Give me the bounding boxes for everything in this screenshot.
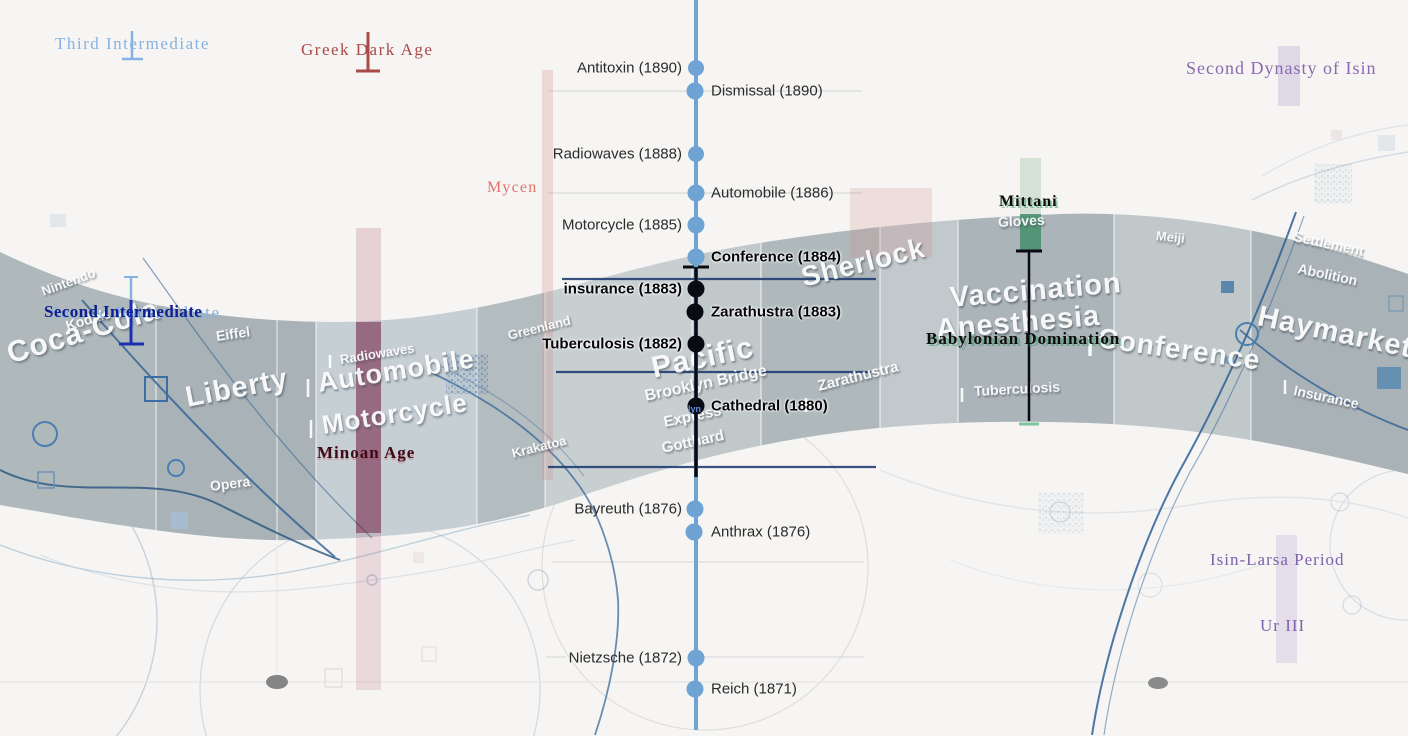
isin-larsa-stripe xyxy=(1276,535,1297,663)
band-word: Eiffel xyxy=(214,323,252,344)
period-label-second-intermediate-under: Second Intermediate xyxy=(50,303,221,322)
red-patch xyxy=(850,188,932,258)
band-word: Radiowaves xyxy=(338,340,416,367)
event-label: Automobile (1886) xyxy=(711,184,834,202)
mycenaean-stripe xyxy=(542,70,553,480)
track-dot-right xyxy=(1148,677,1168,689)
period-label-greek-dark-age: Greek Dark Age xyxy=(301,40,434,59)
band-word: Coca-Cola xyxy=(3,292,164,371)
minoan-stripe xyxy=(356,228,381,690)
event-dot-dark xyxy=(687,397,705,415)
band-word: Krakatoa xyxy=(510,432,568,461)
event-label: Antitoxin (1890) xyxy=(576,59,682,77)
event-label: Nietzsche (1872) xyxy=(568,649,682,667)
event-dot xyxy=(688,146,704,162)
event-dot xyxy=(686,82,704,100)
band-word: Meiji xyxy=(1155,228,1186,246)
period-label-ur-iii: Ur III xyxy=(1260,616,1306,635)
event-dot xyxy=(687,216,705,234)
band-word: Gotthard xyxy=(660,427,726,457)
event-label: Zarathustra (1883) xyxy=(711,303,842,321)
event-label: Cathedral (1880) xyxy=(711,397,828,415)
band-word: Nintendo xyxy=(39,265,98,299)
band-word: Kodak xyxy=(63,305,110,334)
event-label: Conference (1884) xyxy=(711,248,842,266)
event-dot-dark xyxy=(687,280,705,298)
event-label: Dismissal (1890) xyxy=(711,82,823,100)
band-word: Brooklyn Bridge xyxy=(643,362,769,405)
event-label: Radiowaves (1888) xyxy=(552,145,682,163)
band-word: Sherlock xyxy=(798,231,929,293)
third-intermediate-marker xyxy=(122,31,143,61)
band-word: Insurance xyxy=(1292,382,1361,412)
cathedral-dot-overlap-text: lyn xyxy=(688,404,701,414)
band-word: Conference xyxy=(1095,322,1263,376)
band-word: Motorcycle xyxy=(319,387,470,440)
event-dot xyxy=(686,500,704,518)
navy-lines xyxy=(548,277,876,469)
mittani-bar xyxy=(1020,158,1041,252)
band-word: Pacific xyxy=(648,330,757,385)
event-label: insurance (1883) xyxy=(563,280,682,298)
event-label: Bayreuth (1876) xyxy=(574,500,682,518)
period-label-isin-larsa: Isin-Larsa Period xyxy=(1210,550,1345,569)
band-word: Opera xyxy=(209,473,252,494)
event-dot xyxy=(685,523,703,541)
greek-dark-age-marker xyxy=(356,32,380,73)
period-markers xyxy=(119,31,1042,426)
track-dot-left xyxy=(266,675,288,689)
period-label-minoan-age: Minoan Age xyxy=(317,443,416,462)
event-label: Anthrax (1876) xyxy=(711,523,811,541)
event-dots: lyn xyxy=(685,60,705,698)
event-dot xyxy=(688,60,704,76)
event-dot xyxy=(687,649,705,667)
period-label-third-intermediate: Third Intermediate xyxy=(55,34,210,53)
event-label: Motorcycle (1885) xyxy=(561,216,682,234)
band-word: Vaccination xyxy=(948,267,1123,314)
period-label-mittani: Mittani xyxy=(999,193,1058,210)
babylonian-domination-marker xyxy=(1016,249,1042,426)
band-word: Zarathustra xyxy=(815,358,901,395)
background-decor xyxy=(0,90,1408,736)
period-label-second-dynasty-of-isin: Second Dynasty of Isin xyxy=(1186,58,1377,78)
band-word: Settlement xyxy=(1292,228,1366,259)
band-dividers xyxy=(155,213,1252,541)
event-dot xyxy=(686,680,704,698)
wave-band xyxy=(0,213,1408,541)
event-label: Tuberculosis (1882) xyxy=(542,335,682,353)
band-word: Tuberculosis xyxy=(973,378,1061,399)
band-word: Anesthesia xyxy=(934,299,1102,346)
isin-dynasty-stripe xyxy=(1278,46,1300,106)
event-dot xyxy=(687,184,705,202)
band-word: Abolition xyxy=(1296,260,1359,289)
band-word: Automobile xyxy=(315,343,477,398)
band-word: Gloves xyxy=(997,211,1046,230)
story-curves xyxy=(0,211,1408,736)
event-dot-dark xyxy=(687,335,705,353)
band-word: Liberty xyxy=(182,362,291,414)
band-word: Greenland xyxy=(506,312,573,343)
band-panels xyxy=(0,213,1408,541)
second-intermediate-marker xyxy=(119,276,144,346)
period-stripes xyxy=(356,46,1300,690)
event-label: Reich (1871) xyxy=(711,680,797,698)
event-dot xyxy=(687,248,705,266)
band-word: Express xyxy=(662,402,723,431)
period-label-second-intermediate: Second Intermediate xyxy=(44,302,203,321)
band-word: Haymarket xyxy=(1254,300,1408,365)
band-ticks xyxy=(306,336,1287,438)
event-dot-dark xyxy=(686,303,704,321)
period-label-babylonian-domination: Babylonian Domination xyxy=(926,329,1121,348)
period-label-mycenaean: Mycen xyxy=(487,179,538,196)
